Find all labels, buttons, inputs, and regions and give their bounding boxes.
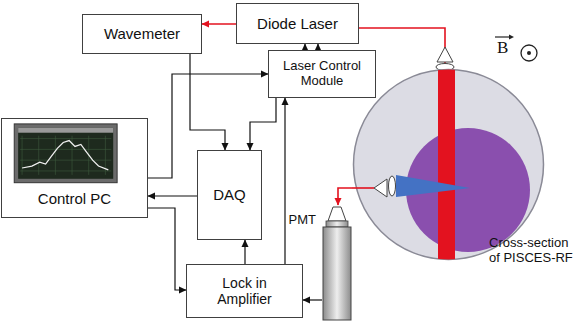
spectrum-curve — [22, 141, 108, 170]
vector-arrowhead — [509, 35, 514, 40]
signal-line — [250, 98, 276, 150]
box-label: Control PC — [38, 190, 111, 207]
pmt-body — [322, 205, 352, 322]
screen-titlebar — [18, 128, 113, 133]
box-label: DAQ — [213, 186, 246, 203]
control-module-box: Laser Control Module — [268, 50, 376, 98]
laser-path — [202, 23, 236, 25]
collection-cone — [374, 179, 387, 197]
pmt-cap — [326, 221, 348, 227]
signal-line — [244, 240, 245, 264]
laser-beam — [438, 68, 455, 261]
chamber-label: Cross-section of PISCES-RF — [489, 236, 581, 266]
pmt-cylinder — [323, 227, 351, 320]
signal-line — [190, 54, 225, 150]
monitor-screen — [18, 128, 113, 179]
field-dot — [527, 51, 531, 55]
pmt-detector: PMT — [322, 205, 352, 322]
amplifier-box: Lock in Amplifier — [186, 264, 303, 318]
collection-lens — [389, 176, 396, 196]
wavemeter-box: Wavemeter — [82, 14, 202, 54]
field-label: B — [497, 38, 508, 58]
viewing-cone — [396, 175, 470, 197]
laser-box: Diode Laser — [236, 3, 359, 44]
signal-line — [303, 299, 322, 300]
computer-box: Control PC — [1, 118, 148, 218]
daq-box: DAQ — [197, 150, 262, 240]
vector-arrow — [495, 36, 509, 37]
box-label: Wavemeter — [104, 25, 180, 42]
box-label: Diode Laser — [257, 15, 338, 32]
signal-line — [284, 98, 285, 264]
pmt-funnel — [328, 207, 346, 221]
monitor-frame — [14, 124, 117, 183]
fluorescence-fiber — [352, 187, 374, 189]
screen-grid — [20, 136, 111, 175]
chamber-cross-section — [352, 68, 545, 261]
collimator-cone — [437, 47, 453, 62]
pmt-label: PMT — [289, 213, 316, 228]
box-label: Laser Control Module — [274, 59, 370, 89]
box-label: Lock in Amplifier — [195, 275, 295, 307]
signal-line — [148, 195, 197, 196]
plasma-chamber: Cross-section of PISCES-RF — [352, 68, 545, 261]
laser-path — [338, 188, 352, 205]
field-out-of-page-symbol — [521, 45, 537, 61]
signal-line — [148, 208, 186, 290]
